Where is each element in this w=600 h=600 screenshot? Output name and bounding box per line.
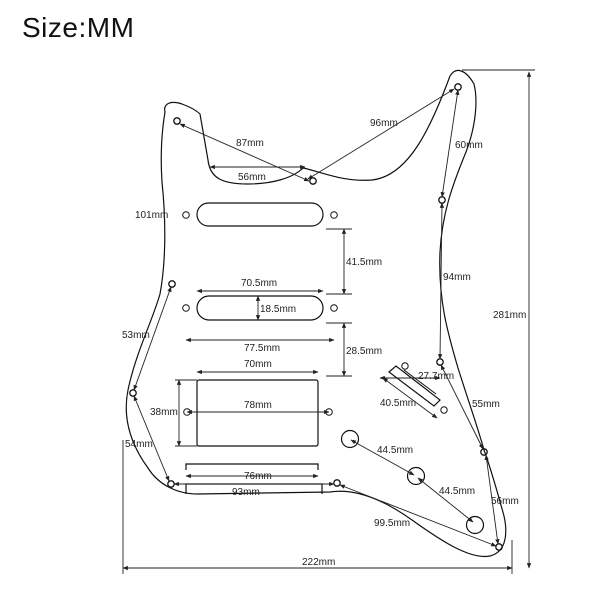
label-70mm: 70mm bbox=[244, 359, 272, 370]
label-87mm: 87mm bbox=[236, 138, 264, 149]
label-44-5mm-a: 44.5mm bbox=[377, 445, 413, 456]
label-54mm: 54mm bbox=[125, 439, 153, 450]
label-38mm: 38mm bbox=[150, 407, 178, 418]
mount-hole bbox=[330, 211, 338, 219]
label-78mm: 78mm bbox=[244, 400, 272, 411]
label-281mm: 281mm bbox=[493, 310, 526, 321]
label-40-5mm: 40.5mm bbox=[380, 398, 416, 409]
label-56mm-top: 56mm bbox=[238, 172, 266, 183]
label-94mm: 94mm bbox=[443, 272, 471, 283]
dimension-lines bbox=[122, 69, 535, 574]
label-96mm: 96mm bbox=[370, 118, 398, 129]
label-60mm: 60mm bbox=[455, 140, 483, 151]
label-101mm: 101mm bbox=[135, 210, 168, 221]
label-18-5mm: 18.5mm bbox=[260, 304, 296, 315]
label-93mm: 93mm bbox=[232, 487, 260, 498]
mount-hole bbox=[182, 304, 190, 312]
label-77-5mm: 77.5mm bbox=[244, 343, 280, 354]
humbucker-slot bbox=[196, 379, 319, 447]
label-56mm-bottom: 56mm bbox=[491, 496, 519, 507]
label-76mm: 76mm bbox=[244, 471, 272, 482]
label-222mm: 222mm bbox=[302, 557, 335, 568]
size-title: Size:MM bbox=[22, 12, 135, 43]
label-28-5mm: 28.5mm bbox=[346, 346, 382, 357]
jack-cutout bbox=[185, 463, 319, 470]
label-44-5mm-b: 44.5mm bbox=[439, 486, 475, 497]
mount-hole bbox=[330, 304, 338, 312]
label-55mm: 55mm bbox=[472, 399, 500, 410]
screw-holes bbox=[129, 83, 503, 551]
label-41-5mm: 41.5mm bbox=[346, 257, 382, 268]
label-99-5mm: 99.5mm bbox=[374, 518, 410, 529]
label-70-5mm: 70.5mm bbox=[241, 278, 277, 289]
knob-hole bbox=[340, 429, 360, 449]
label-53mm: 53mm bbox=[122, 330, 150, 341]
neck-pickup-slot bbox=[196, 202, 324, 227]
knob-hole bbox=[406, 466, 426, 486]
label-27-7mm: 27.7mm bbox=[418, 371, 454, 382]
mount-hole bbox=[182, 211, 190, 219]
